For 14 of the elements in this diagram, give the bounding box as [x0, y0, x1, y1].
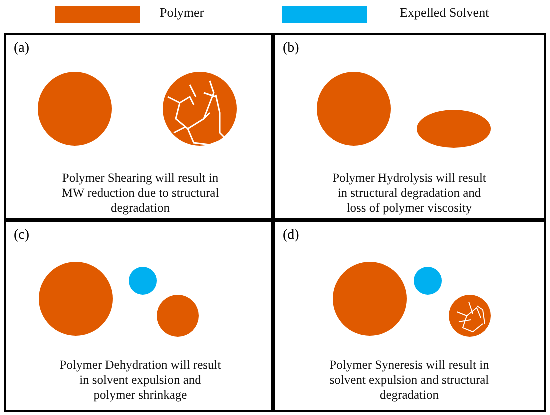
panel-label: (d): [283, 228, 300, 244]
panel: [4, 220, 273, 412]
panel: [273, 220, 546, 412]
panel-label: (c): [14, 228, 30, 244]
panel-caption: Polymer Shearing will result in MW reduction due to structural degradation: [60, 171, 220, 216]
panel-label: (a): [14, 41, 30, 57]
panel: [273, 33, 546, 220]
legend-label: Polymer: [160, 5, 204, 21]
panel-caption: Polymer Syneresis will result in solvent expulsion and structural degradation: [328, 358, 490, 403]
panel-caption: Polymer Hydrolysis will result in structural degradation and loss of polymer viscosity: [332, 171, 488, 216]
panel: [4, 33, 273, 220]
panel-caption: Polymer Dehydration will result in solvent expulsion and polymer shrinkage: [58, 358, 222, 403]
panel-label: (b): [283, 41, 300, 57]
legend-label: Expelled Solvent: [400, 5, 490, 21]
